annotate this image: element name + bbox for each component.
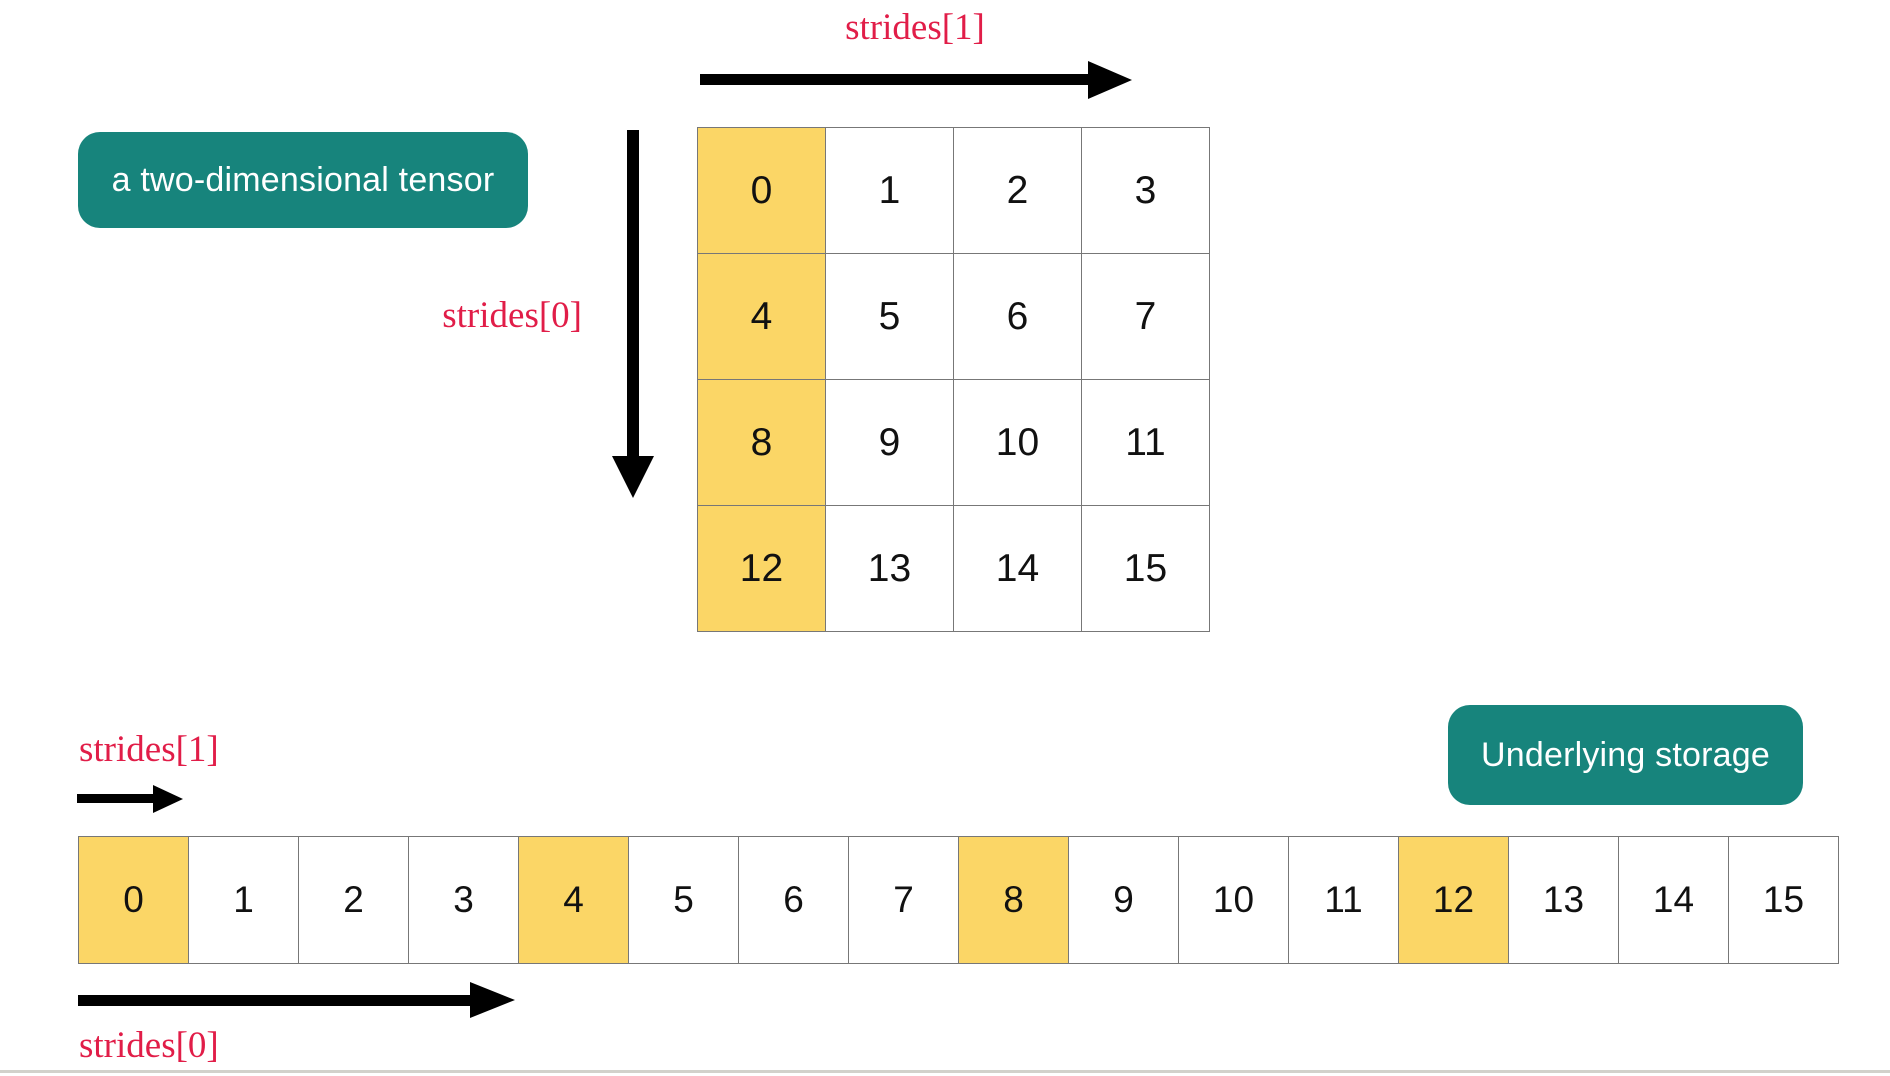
- small-right-arrow-icon: [153, 785, 183, 813]
- strides0-bottom-label: strides[0]: [79, 1025, 219, 1066]
- storage-cell: 6: [739, 837, 849, 964]
- window-bottom-edge: [0, 1070, 1890, 1073]
- tensor-cell: 0: [698, 128, 826, 254]
- storage-cell: 8: [959, 837, 1069, 964]
- tensor-cell: 9: [826, 380, 954, 506]
- storage-cell: 14: [1619, 837, 1729, 964]
- right-arrow-icon: [1088, 61, 1132, 99]
- tensor-cell: 15: [1082, 506, 1210, 632]
- storage-cell: 7: [849, 837, 959, 964]
- strides0-arrow-shaft: [627, 130, 639, 458]
- tensor-cell: 10: [954, 380, 1082, 506]
- tensor-cell: 2: [954, 128, 1082, 254]
- storage-cell: 5: [629, 837, 739, 964]
- tensor-cell: 13: [826, 506, 954, 632]
- storage-cell: 3: [409, 837, 519, 964]
- tensor-cell: 7: [1082, 254, 1210, 380]
- storage-strides1-arrow-shaft: [77, 794, 155, 803]
- tensor-badge: a two-dimensional tensor: [78, 132, 528, 228]
- strides1-arrow-shaft: [700, 74, 1092, 85]
- strides0-left-label: strides[0]: [442, 295, 582, 336]
- tensor-cell: 6: [954, 254, 1082, 380]
- storage-badge: Underlying storage: [1448, 705, 1803, 805]
- down-arrow-icon: [612, 456, 654, 498]
- storage-cell: 1: [189, 837, 299, 964]
- storage-cell: 11: [1289, 837, 1399, 964]
- storage-cell: 15: [1729, 837, 1839, 964]
- strides1-bottom-label: strides[1]: [79, 729, 219, 770]
- storage-cell: 9: [1069, 837, 1179, 964]
- storage-strides0-arrow-shaft: [78, 995, 471, 1006]
- tensor-cell: 11: [1082, 380, 1210, 506]
- tensor-cell: 4: [698, 254, 826, 380]
- storage-cell: 0: [79, 837, 189, 964]
- tensor-cell: 3: [1082, 128, 1210, 254]
- storage-cell: 10: [1179, 837, 1289, 964]
- storage-cell: 12: [1399, 837, 1509, 964]
- strides1-top-label: strides[1]: [845, 7, 985, 48]
- storage-cell: 2: [299, 837, 409, 964]
- storage-cell: 13: [1509, 837, 1619, 964]
- tensor-cell: 5: [826, 254, 954, 380]
- tensor-cell: 8: [698, 380, 826, 506]
- tensor-cell: 14: [954, 506, 1082, 632]
- tensor-cell: 1: [826, 128, 954, 254]
- long-right-arrow-icon: [470, 982, 515, 1018]
- tensor-cell: 12: [698, 506, 826, 632]
- storage-cell: 4: [519, 837, 629, 964]
